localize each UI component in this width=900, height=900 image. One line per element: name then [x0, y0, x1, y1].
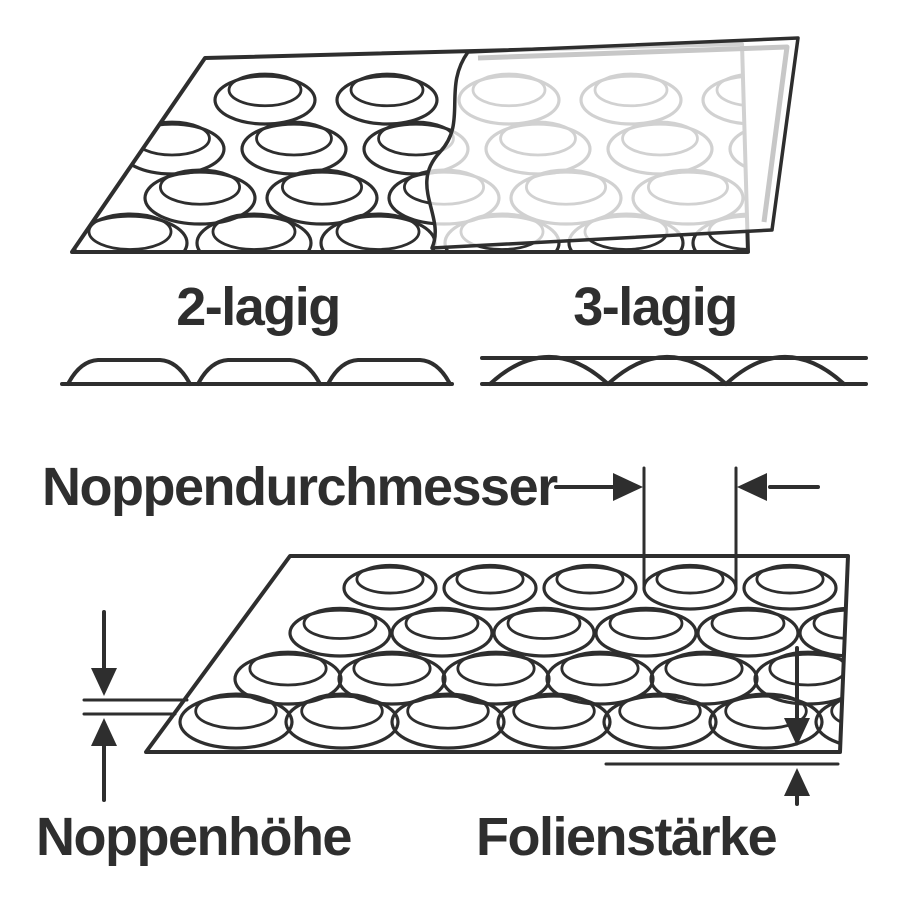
bubble-outline	[390, 608, 494, 658]
bubble-dome	[506, 606, 582, 640]
bubble-outline	[335, 74, 439, 126]
bubble-outline	[798, 608, 848, 658]
bubble-dome	[404, 606, 480, 640]
2ply-bubble-bump	[66, 358, 192, 386]
3ply-bubble-arcs	[488, 355, 846, 386]
bubble-dome	[655, 563, 725, 595]
bubble-dome	[211, 212, 297, 251]
bubble-dome	[755, 563, 825, 595]
arrow-up-icon	[784, 768, 810, 796]
arrow-left-icon	[737, 473, 767, 501]
bubble-outline	[594, 608, 698, 658]
bubble-outline	[213, 74, 317, 126]
bubble-outline	[441, 652, 551, 706]
bubble-outline	[265, 170, 379, 226]
bubble-dome	[194, 692, 278, 730]
bubble-dome	[406, 692, 490, 730]
bubble-outline	[342, 565, 438, 611]
bubble-outline	[696, 608, 800, 658]
2ply-bubble-bump	[326, 358, 452, 386]
bubble-outline	[288, 608, 392, 658]
overlay-film-edge	[477, 44, 790, 223]
bubble-dome	[158, 168, 241, 206]
arrow-right-icon	[613, 473, 643, 501]
bubble-outline	[691, 214, 748, 252]
bubble-dome	[512, 692, 596, 730]
bubble-outline	[708, 694, 824, 750]
label-bubble-diameter: Noppendurchmesser	[42, 457, 558, 517]
bubble-outline	[814, 694, 848, 750]
arrow-down-icon	[91, 668, 117, 696]
arrow-up-icon	[91, 718, 117, 746]
bubble-dome	[456, 650, 536, 687]
bubble-dome	[300, 692, 384, 730]
bubble-dome	[87, 212, 173, 251]
label-2-ply: 2-lagig	[176, 277, 340, 337]
bubble-outline	[742, 565, 838, 611]
bubble-outline	[284, 694, 400, 750]
bubble-dome	[455, 563, 525, 595]
bubble-outline	[178, 694, 294, 750]
bubble-outline	[602, 694, 718, 750]
bubble-dome	[349, 72, 425, 108]
diameter-marker: Noppendurchmesser	[42, 457, 820, 591]
bubble-dome	[352, 650, 432, 687]
bubble-outline	[492, 608, 596, 658]
bubble-dome	[710, 606, 786, 640]
bubble-dome	[608, 606, 684, 640]
bubble-dome	[560, 650, 640, 687]
bubble-dome	[255, 120, 333, 157]
bubble-dome	[812, 606, 848, 640]
bubble-outline	[233, 652, 343, 706]
bubble-dome	[555, 563, 625, 595]
bottom-sheet-bubbles	[178, 563, 848, 750]
bubble-dome	[355, 563, 425, 595]
arrow-down-icon	[784, 718, 810, 746]
top-sheet	[70, 36, 849, 254]
cross-section-3ply	[480, 355, 868, 386]
bubble-outline	[545, 652, 655, 706]
bubble-outline	[143, 170, 257, 226]
bubble-outline	[496, 694, 612, 750]
thickness-marker: Folienstärke	[476, 646, 840, 867]
overlay-film	[425, 36, 800, 250]
2ply-bubble-bump	[196, 358, 322, 386]
bottom-sheet	[144, 554, 850, 754]
bubble-outline	[649, 652, 759, 706]
bubble-dome	[280, 168, 363, 206]
bubble-dome	[830, 692, 848, 730]
bubble-dome	[724, 692, 808, 730]
label-film-thickness: Folienstärke	[476, 807, 777, 867]
bubble-outline	[542, 565, 638, 611]
bubble-outline	[195, 214, 313, 252]
bubble-outline	[442, 565, 538, 611]
label-3-ply: 3-lagig	[573, 277, 737, 337]
bubble-dome	[335, 212, 421, 251]
bubble-outline	[337, 652, 447, 706]
bubble-dome	[770, 170, 849, 204]
bubble-dome	[227, 72, 303, 108]
bubble-dome	[248, 650, 328, 687]
bubble-dome	[664, 650, 744, 687]
height-marker: Noppenhöhe	[36, 610, 353, 867]
label-bubble-height: Noppenhöhe	[36, 807, 351, 867]
bubble-dome	[302, 606, 378, 640]
bubble-dome	[618, 692, 702, 730]
cross-section-2ply	[60, 358, 454, 386]
bubble-outline	[390, 694, 506, 750]
